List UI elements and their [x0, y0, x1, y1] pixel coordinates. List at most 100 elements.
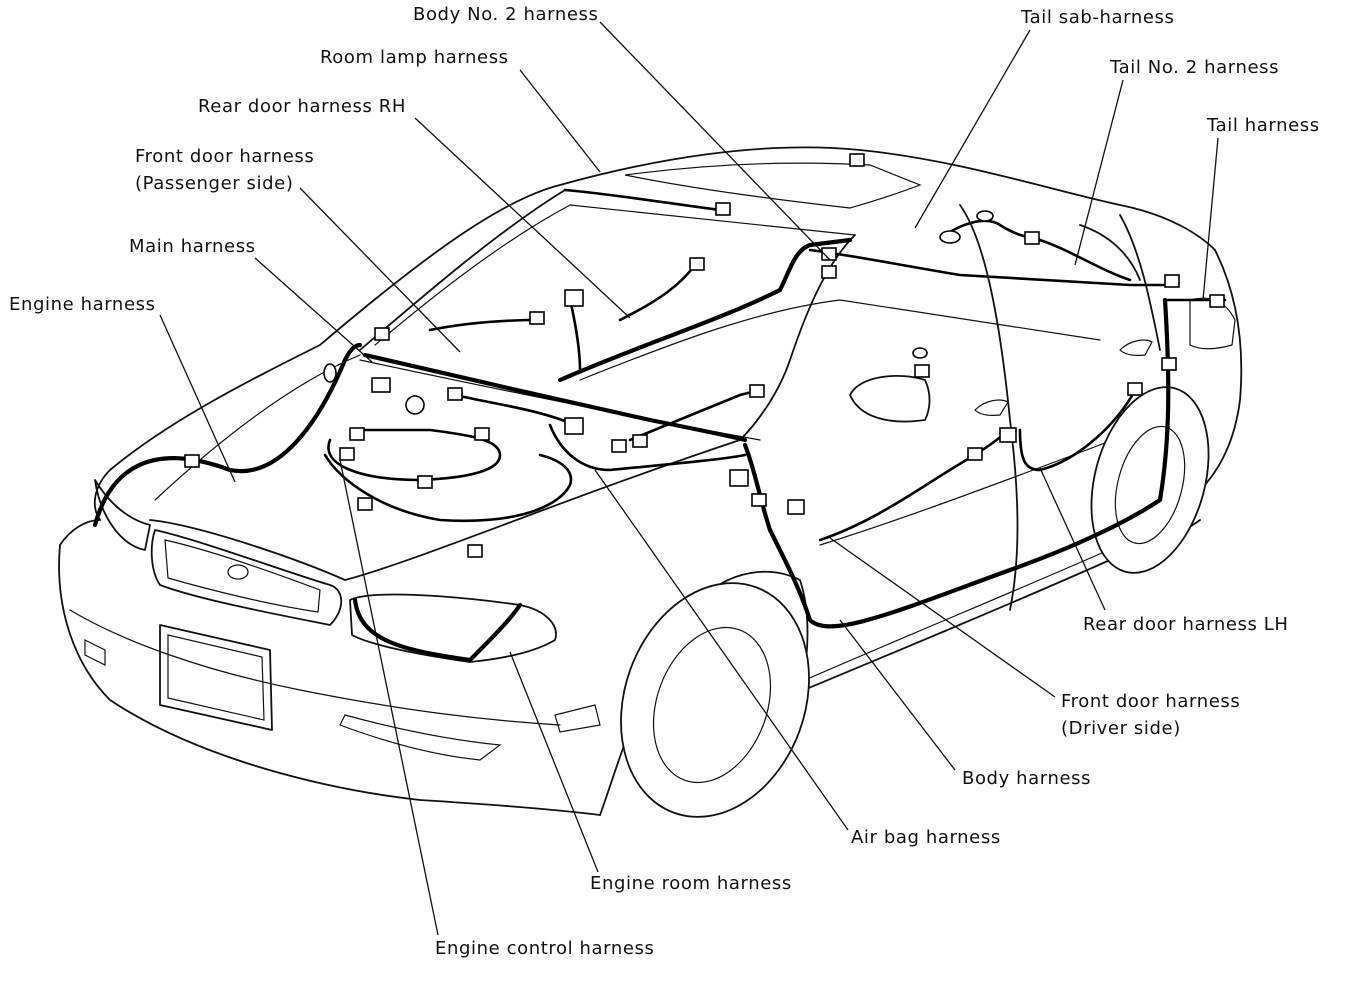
connector	[447, 387, 463, 401]
leader-tail	[1202, 137, 1219, 301]
leader-front-door-drv	[829, 537, 1056, 698]
connector	[1127, 382, 1143, 396]
hood-front-edge	[149, 439, 741, 581]
connector	[374, 327, 390, 341]
connector	[339, 447, 355, 461]
label-air-bag: Air bag harness	[851, 827, 1001, 848]
label-engine-room: Engine room harness	[590, 873, 792, 894]
c-pillar	[1119, 214, 1161, 351]
wheels	[620, 386, 1210, 818]
grommet	[323, 363, 337, 383]
label-front-door-pass-1: Front door harness	[135, 146, 314, 167]
room-lamp-wire	[563, 188, 722, 212]
front-door-pass-wire	[428, 298, 582, 372]
connector	[357, 497, 373, 511]
a-pillar	[739, 234, 856, 441]
engine-room-wire	[352, 597, 523, 663]
grille-inner	[164, 539, 321, 613]
label-front-door-drv-2: (Driver side)	[1061, 718, 1181, 739]
connector	[529, 311, 545, 325]
label-tail: Tail harness	[1206, 115, 1320, 136]
body-harness-wire	[742, 297, 1171, 629]
side-mirror	[849, 375, 931, 423]
connector	[821, 265, 837, 279]
harness-wires	[92, 188, 1227, 663]
front-fascia	[58, 544, 601, 816]
grille-outer	[150, 529, 343, 626]
connector	[1161, 357, 1177, 371]
label-body-no2: Body No. 2 harness	[413, 4, 599, 25]
connector	[474, 427, 490, 441]
label-main: Main harness	[129, 236, 256, 257]
fog-lamp-left	[84, 639, 106, 666]
roof-outline	[319, 146, 1216, 346]
grommet	[912, 347, 928, 359]
connector	[715, 202, 731, 216]
headlight-left	[94, 479, 151, 551]
front-wheel-tire	[620, 582, 810, 818]
connector	[611, 439, 627, 453]
license-plate-frame	[159, 624, 273, 731]
leader-room-lamp	[519, 69, 601, 173]
leader-engine-control	[339, 459, 439, 936]
hood-crease	[154, 354, 361, 501]
callout-labels: Body No. 2 harness Room lamp harness Rea…	[9, 4, 1320, 959]
leader-body	[839, 619, 956, 771]
lower-grille	[339, 714, 502, 761]
connector	[371, 377, 391, 393]
sunroof	[624, 162, 922, 209]
windshield-outline	[359, 189, 566, 351]
connector	[564, 289, 584, 307]
leader-rear-door-lh	[1039, 467, 1106, 611]
front-door-drv-wire	[818, 431, 1007, 542]
cowl-harness-wire	[557, 237, 853, 383]
grommet	[405, 395, 425, 415]
front-door-handle	[974, 399, 1009, 416]
connector	[729, 469, 749, 487]
bumper-line	[69, 609, 561, 726]
license-plate	[167, 634, 265, 721]
connector	[999, 427, 1017, 443]
leader-body-no2	[599, 21, 831, 261]
connector	[564, 417, 584, 435]
engine-bay-loop	[323, 453, 573, 523]
leader-tail-sab	[914, 29, 1031, 229]
rear-door-rh-wire	[618, 263, 697, 322]
side-sill-lower	[804, 544, 1121, 681]
connector	[1164, 274, 1180, 288]
leader-lines	[159, 21, 1219, 936]
b-pillar	[959, 204, 1019, 611]
label-engine-control: Engine control harness	[435, 938, 655, 959]
connector	[749, 384, 765, 398]
connector	[914, 364, 930, 378]
label-tail-sab: Tail sab-harness	[1020, 7, 1174, 28]
label-rear-door-lh: Rear door harness LH	[1083, 614, 1289, 635]
windshield-inner	[374, 204, 856, 346]
label-rear-door-rh: Rear door harness RH	[198, 96, 406, 117]
hood-outline	[93, 344, 321, 521]
connector	[967, 447, 983, 461]
connector	[184, 454, 200, 468]
grommet	[976, 210, 994, 222]
grommet	[939, 230, 961, 244]
connector	[849, 153, 865, 167]
connector	[417, 475, 433, 489]
label-body: Body harness	[962, 768, 1091, 789]
connector	[349, 427, 365, 441]
tail-lamp	[1189, 297, 1236, 350]
leader-front-door-pass	[299, 187, 461, 353]
grille-emblem	[227, 564, 249, 580]
interior-floor	[579, 299, 1101, 381]
main-harness-wire	[362, 352, 748, 443]
connector	[467, 544, 483, 558]
rear-window	[1079, 224, 1141, 281]
connector	[821, 247, 837, 261]
label-front-door-pass-2: (Passenger side)	[135, 173, 293, 194]
connector	[787, 499, 805, 515]
rear-door-handle	[1119, 339, 1153, 356]
body-no2-wire	[808, 248, 1167, 287]
rear-quarter	[1199, 249, 1243, 491]
connector	[632, 434, 648, 448]
